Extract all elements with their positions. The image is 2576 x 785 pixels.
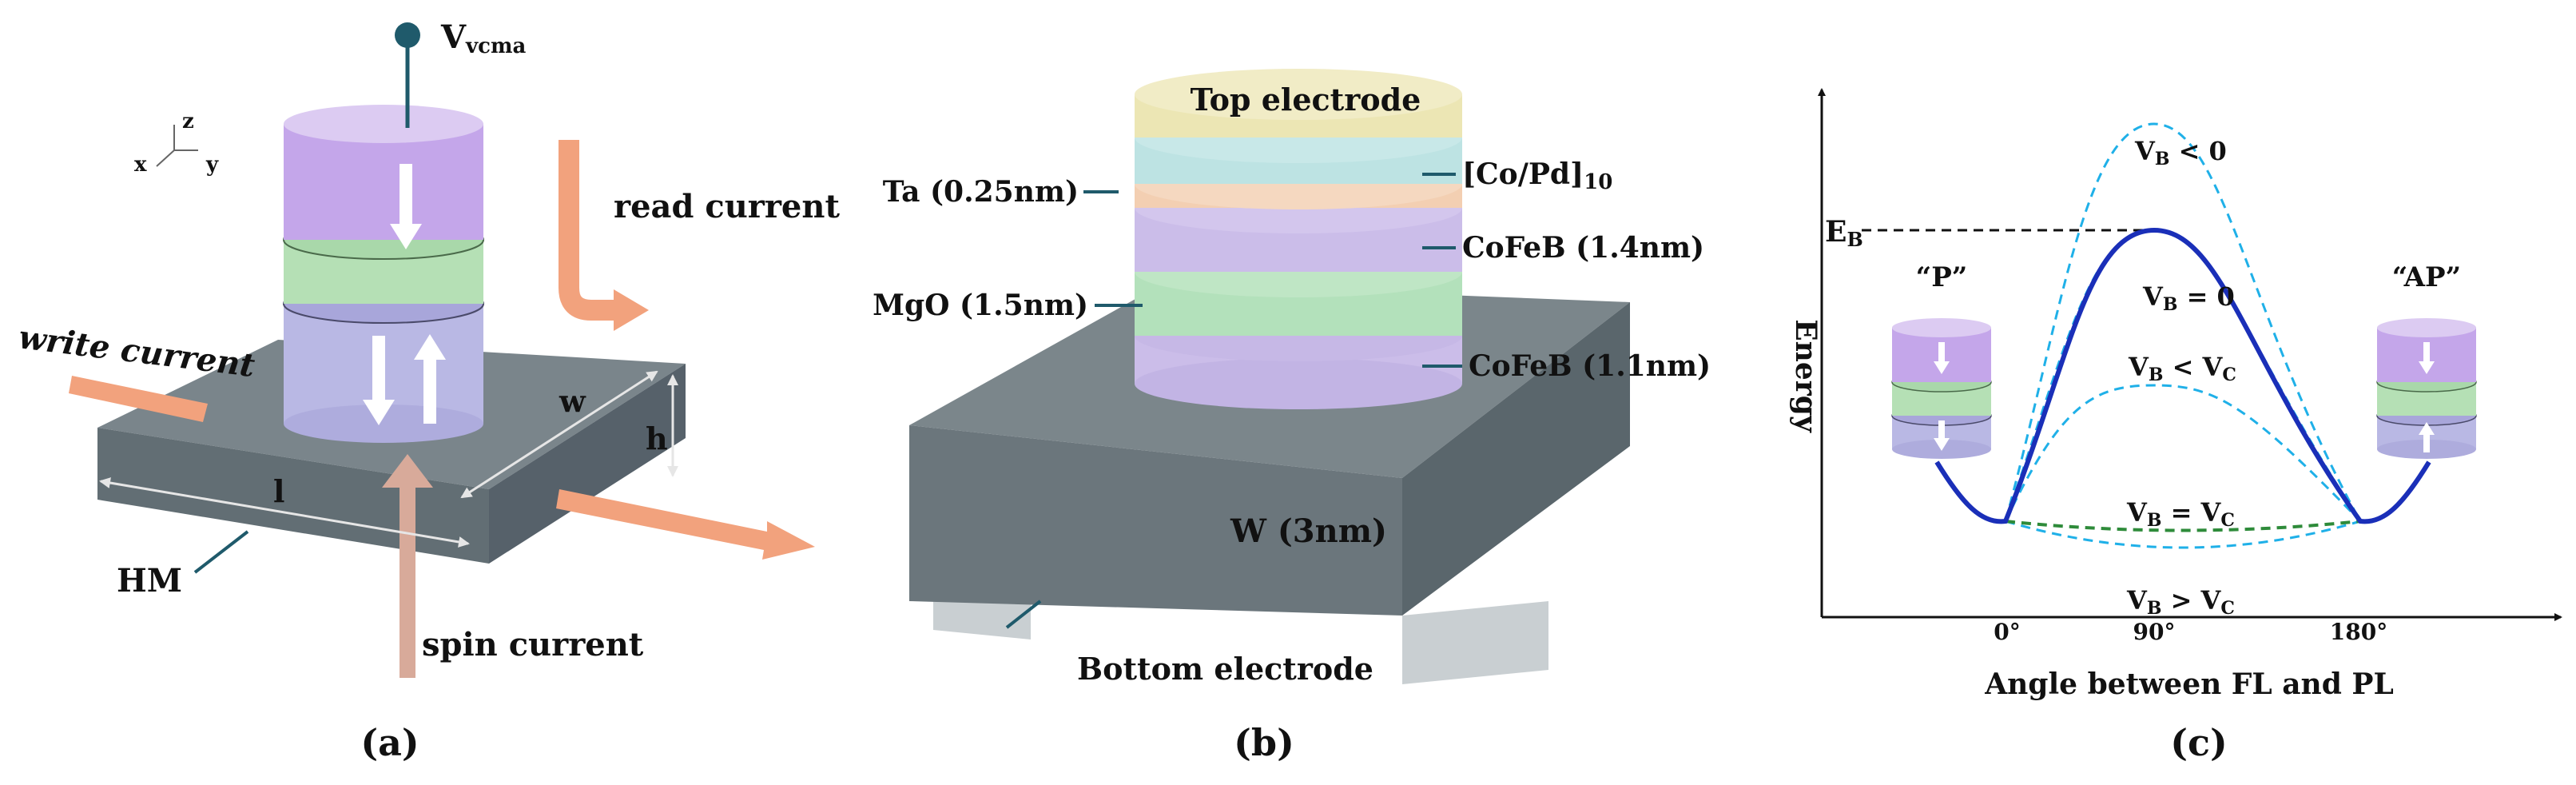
ta-label: Ta (0.25nm) bbox=[883, 175, 1079, 209]
panel-a: z y x Vvcma bbox=[17, 18, 841, 764]
curve-label-vb-gt-vc: VB > VC bbox=[2126, 585, 2235, 619]
ref-layer-up-arrow bbox=[414, 334, 446, 424]
dim-l-line bbox=[99, 477, 470, 548]
axes-icon bbox=[156, 125, 198, 167]
panel-c: EB VB < 0 VB = 0 VB < VC VB = VC VB > VC… bbox=[1789, 88, 2562, 764]
terminal-dot bbox=[395, 22, 420, 48]
co-pd-label: [Co/Pd]10 bbox=[1462, 157, 1612, 194]
output-current-arrow bbox=[556, 489, 815, 560]
caption-c: (c) bbox=[2170, 721, 2228, 764]
spin-current-label: spin current bbox=[422, 626, 644, 663]
vvcma-label: Vvcma bbox=[440, 18, 526, 58]
cofeb-bottom-label: CoFeB (1.1nm) bbox=[1469, 349, 1711, 383]
magnetization-arrows bbox=[363, 164, 446, 425]
state-p-label: “P” bbox=[1916, 261, 1968, 293]
state-ap-label: “AP” bbox=[2392, 261, 2461, 293]
y-axis-label: Energy bbox=[1789, 319, 1823, 433]
free-layer-down-arrow bbox=[390, 164, 422, 249]
write-current-label: write current bbox=[17, 318, 257, 385]
read-current-label: read current bbox=[614, 188, 840, 225]
x-axis-label: Angle between FL and PL bbox=[1984, 667, 2394, 701]
caption-b: (b) bbox=[1234, 721, 1294, 764]
panel-b: Top electrode Ta (0.25nm) [Co/Pd]10 CoFe… bbox=[873, 69, 1711, 764]
curve-vb-lt-0 bbox=[2004, 122, 2362, 522]
hm-label: HM bbox=[117, 562, 182, 600]
ref-layer-down-arrow bbox=[363, 336, 395, 425]
curve-vb-lt-vc-low bbox=[2004, 384, 2362, 523]
ap-state-stack bbox=[2376, 318, 2477, 459]
mtj-stack bbox=[1135, 69, 1462, 409]
bottom-electrode-right bbox=[1402, 601, 1548, 684]
panel-b-leader-lines bbox=[1005, 173, 1462, 629]
cofeb-top-label: CoFeB (1.4nm) bbox=[1462, 231, 1704, 265]
x-tick-0: 0° bbox=[1994, 619, 2020, 645]
curve-label-vb-lt-0: VB < 0 bbox=[2134, 136, 2227, 169]
axis-x-label: x bbox=[134, 153, 147, 177]
hm-leader-line bbox=[193, 530, 249, 574]
curve-label-vb-eq-vc: VB = VC bbox=[2126, 497, 2235, 531]
top-electrode-label: Top electrode bbox=[1191, 82, 1421, 118]
eb-label: EB bbox=[1825, 215, 1863, 251]
p-state-stack bbox=[1891, 318, 1992, 459]
mgo-label: MgO (1.5nm) bbox=[873, 289, 1088, 322]
x-tick-90: 90° bbox=[2133, 619, 2176, 645]
read-current-arrow bbox=[559, 140, 615, 321]
write-current-arrow bbox=[69, 376, 208, 422]
spin-current-arrow bbox=[382, 454, 433, 678]
w-label: W (3nm) bbox=[1230, 512, 1387, 550]
axis-z-label: z bbox=[182, 110, 194, 133]
curve-vb-eq-vc bbox=[2005, 520, 2361, 532]
curve-label-vb-eq-0: VB = 0 bbox=[2142, 281, 2235, 315]
bottom-electrode-label: Bottom electrode bbox=[1077, 651, 1373, 687]
axis-y-label: y bbox=[205, 153, 219, 177]
curve-vb-gt-vc bbox=[2005, 520, 2361, 549]
curve-label-vb-lt-vc: VB < VC bbox=[2128, 352, 2236, 385]
dim-w-label: w bbox=[559, 383, 586, 419]
caption-a: (a) bbox=[360, 721, 419, 764]
dim-l-label: l bbox=[273, 473, 284, 509]
dim-w-line bbox=[460, 370, 658, 499]
dim-h-label: h bbox=[646, 420, 668, 456]
x-tick-180: 180° bbox=[2330, 619, 2387, 645]
curve-vb-eq-0 bbox=[1934, 227, 2431, 524]
